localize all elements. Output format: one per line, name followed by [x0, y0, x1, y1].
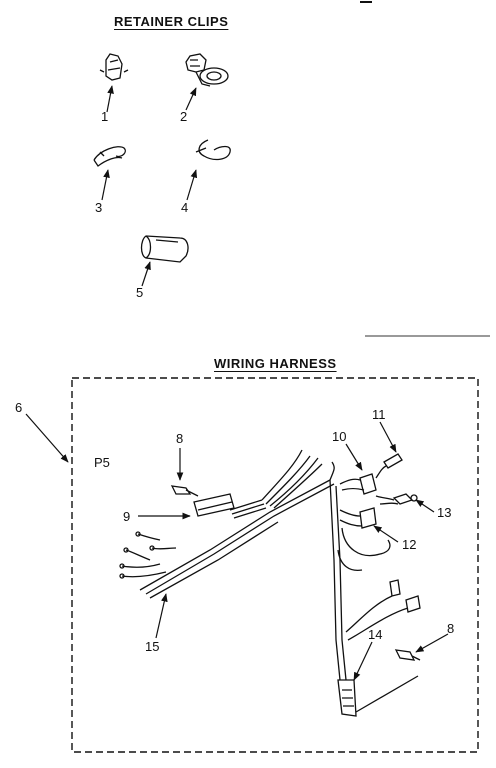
callout-arrow-2: [185, 87, 197, 111]
callout-number-10: 10: [332, 429, 347, 444]
callout-arrow-3: [101, 169, 110, 201]
retainer-clip-3-drawing: [93, 146, 126, 167]
callout-number-1: 1: [101, 109, 109, 124]
callout-arrow-12: [373, 525, 399, 543]
callout-number-6: 6: [15, 400, 23, 415]
callout-number-15: 15: [145, 639, 160, 654]
retainer-clip-2-drawing: [185, 53, 229, 87]
callout-arrow-13: [415, 499, 435, 513]
callout-arrow-8-right: [415, 633, 449, 653]
callout-arrow-15: [155, 593, 168, 639]
wiring-harness-heading: WIRING HARNESS: [214, 356, 337, 371]
retainer-clip-1-drawing: [99, 53, 129, 81]
callout-arrow-14: [353, 641, 373, 681]
wiring-harness-drawing: [119, 449, 421, 717]
callout-number-8-left: 8: [176, 431, 184, 446]
callout-arrow-4: [186, 169, 198, 201]
callout-number-13: 13: [437, 505, 452, 520]
callout-number-8-right: 8: [447, 621, 455, 636]
retainer-clip-4-drawing: [195, 139, 231, 161]
callout-arrow-1: [106, 85, 114, 113]
callout-number-11: 11: [372, 407, 386, 422]
panel-code-label: P5: [94, 455, 110, 470]
callout-number-5: 5: [136, 285, 144, 300]
callout-number-12: 12: [402, 537, 417, 552]
callout-number-4: 4: [181, 200, 189, 215]
harness-boundary-box: [71, 377, 479, 753]
retainer-clip-5-drawing: [140, 235, 189, 263]
callout-arrow-11: [379, 421, 397, 453]
callout-arrow-6: [25, 413, 69, 463]
callout-arrow-10: [345, 443, 363, 471]
callout-number-2: 2: [180, 109, 188, 124]
callout-number-9: 9: [123, 509, 131, 524]
callout-number-14: 14: [368, 627, 383, 642]
callout-arrow-5: [141, 261, 151, 287]
retainer-clips-heading: RETAINER CLIPS: [114, 14, 229, 29]
callout-number-3: 3: [95, 200, 103, 215]
